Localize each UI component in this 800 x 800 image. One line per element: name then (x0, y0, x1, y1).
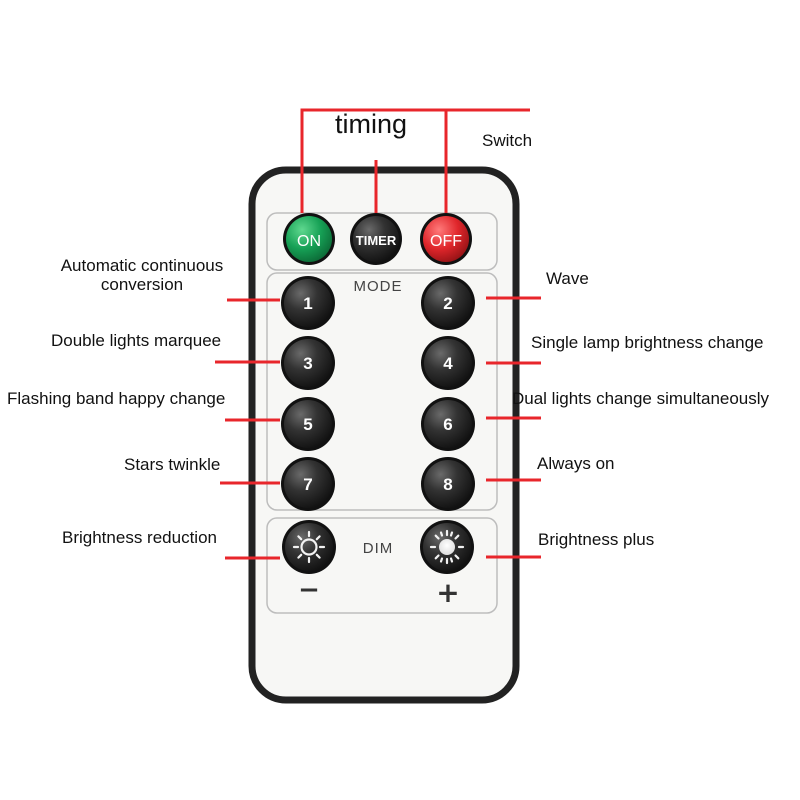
mode-panel (266, 272, 498, 511)
mode-button-3-label: 3 (303, 354, 312, 373)
mode-label: MODE (354, 278, 403, 295)
on-button[interactable] (283, 213, 335, 265)
automatic-continuous-line1: Automatic continuous (60, 256, 224, 275)
mode-button-3[interactable] (281, 336, 335, 390)
switch-label: Switch (482, 131, 533, 150)
mode-button-2-label: 2 (443, 294, 452, 313)
timer-button-label: TIMER (356, 233, 397, 248)
mode-button-8[interactable] (421, 457, 475, 511)
callout-lines (215, 108, 541, 560)
dim-panel (266, 517, 498, 614)
brightness-plus-button[interactable] (420, 520, 474, 574)
off-button-label: OFF (430, 233, 462, 250)
mode-button-1[interactable] (281, 276, 335, 330)
mode-button-8-label: 8 (443, 475, 452, 494)
mode-button-4-label: 4 (443, 354, 453, 373)
mode-button-6[interactable] (421, 397, 475, 451)
wave-label: Wave (546, 269, 589, 288)
brightness-minus-button[interactable] (282, 520, 336, 574)
automatic-continuous-line2: conversion (100, 275, 184, 294)
minus-symbol: − (298, 575, 320, 605)
plus-symbol: + (436, 576, 459, 609)
off-button[interactable] (420, 213, 472, 265)
dual-lights-label: Dual lights change simultaneously (512, 389, 770, 408)
flashing-band-label: Flashing band happy change (7, 389, 226, 408)
sun-outline-icon (292, 530, 326, 564)
always-on-label: Always on (537, 454, 615, 473)
mode-button-1-label: 1 (303, 294, 312, 313)
automatic-continuous-label: Automatic continuous conversion (52, 256, 232, 294)
mode-button-5[interactable] (281, 397, 335, 451)
mode-button-7[interactable] (281, 457, 335, 511)
timer-button[interactable] (350, 213, 402, 265)
mode-button-4[interactable] (421, 336, 475, 390)
mode-button-6-label: 6 (443, 415, 452, 434)
dim-label: DIM (363, 540, 394, 557)
sun-filled-icon (429, 529, 465, 565)
brightness-reduction-label: Brightness reduction (62, 528, 217, 547)
single-lamp-label: Single lamp brightness change (531, 333, 764, 352)
top-panel (266, 212, 498, 271)
mode-button-7-label: 7 (303, 475, 312, 494)
mode-button-5-label: 5 (303, 415, 312, 434)
timing-label: timing (335, 109, 408, 139)
stars-twinkle-label: Stars twinkle (124, 455, 221, 474)
on-button-label: ON (297, 233, 321, 250)
brightness-plus-label: Brightness plus (538, 530, 655, 549)
double-lights-label: Double lights marquee (51, 331, 222, 350)
mode-button-2[interactable] (421, 276, 475, 330)
